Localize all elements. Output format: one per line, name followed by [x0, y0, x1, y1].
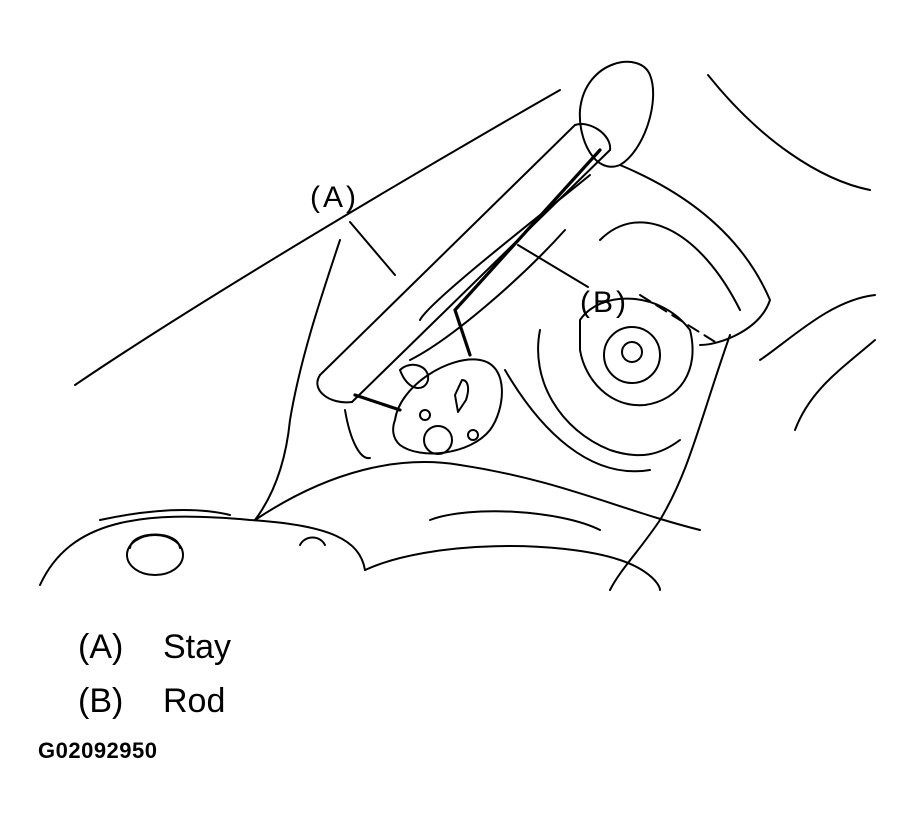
mount-shaft — [504, 369, 651, 473]
mount-bolt-outer — [603, 326, 661, 384]
bracket-side — [599, 221, 741, 311]
lower-bolt-head — [126, 534, 184, 576]
crossmember-lip — [99, 509, 231, 521]
bolt-head-top — [578, 60, 655, 168]
rod-body-lower — [409, 229, 566, 361]
bracket-upper — [619, 164, 771, 346]
outline-right-bottom — [609, 334, 731, 591]
legend-row-a: (A) Stay — [78, 620, 231, 674]
mount-bolt-inner — [621, 341, 643, 363]
legend: (A) Stay (B) Rod — [78, 620, 231, 728]
legend-key-a: (A) — [78, 627, 124, 666]
component-diagram: (A) (B) — [39, 60, 876, 591]
line-drawing: (A) (B) — [39, 60, 876, 591]
stay-bar-upper-edge — [319, 124, 576, 376]
rod-body-upper — [419, 174, 591, 321]
frame-left-inner — [344, 409, 371, 460]
leader-dash-b — [639, 294, 721, 346]
lower-bolt-stem — [129, 533, 181, 549]
leader-line-b — [517, 244, 589, 288]
leader-line-a — [349, 221, 396, 276]
crossmember-lower — [364, 545, 661, 591]
mount-body — [579, 297, 694, 407]
figure-code: G02092950 — [38, 738, 158, 763]
callout-b: (B) — [580, 286, 629, 319]
outline-left-upper — [74, 89, 561, 386]
outline-right-upper — [707, 74, 871, 191]
bushing — [399, 363, 430, 389]
frame-left-pillar — [254, 239, 341, 521]
mount-collar — [537, 329, 681, 457]
linkage-hole-small-right — [467, 429, 479, 441]
linkage-slot — [454, 379, 470, 413]
crossmember-top — [254, 461, 701, 531]
legend-label-a: Stay — [163, 627, 232, 666]
crossmember-front — [39, 515, 366, 586]
outline-right-lower — [794, 339, 876, 431]
stay-bar-end — [316, 374, 353, 404]
crossmember-recess — [429, 510, 601, 531]
linkage-hole-small-left — [419, 409, 431, 421]
outline-right-edge — [759, 294, 876, 361]
legend-key-b: (B) — [78, 681, 124, 720]
stay-bar-top-end — [574, 123, 612, 151]
legend-label-b: Rod — [163, 681, 226, 720]
crossmember-slot — [299, 536, 326, 546]
stay-bar-lower-edge — [351, 149, 611, 403]
linkage-hole-large — [423, 425, 453, 455]
legend-row-b: (B) Rod — [78, 674, 231, 728]
rod-edge — [353, 148, 602, 412]
linkage-plate — [392, 358, 503, 455]
callout-a: (A) — [310, 181, 359, 214]
